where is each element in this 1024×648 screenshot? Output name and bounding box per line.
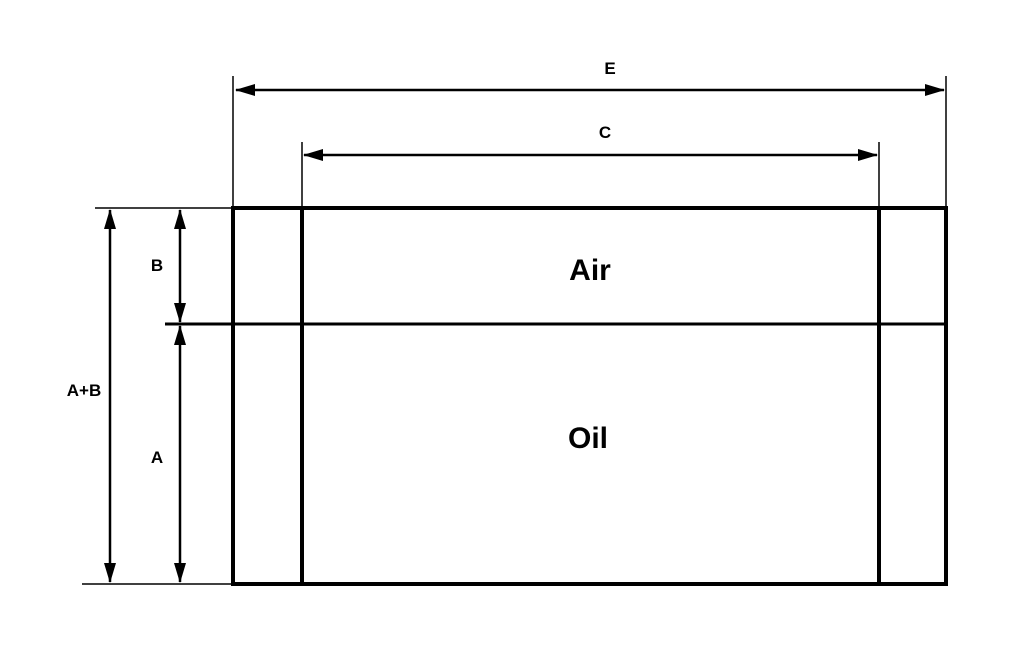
label-c: C	[599, 123, 611, 142]
label-a: A	[151, 448, 163, 467]
tank-outline	[231, 206, 948, 586]
label-e: E	[604, 59, 615, 78]
label-a-plus-b: A+B	[67, 381, 101, 400]
label-b: B	[151, 256, 163, 275]
region-label-oil: Oil	[568, 422, 608, 455]
region-label-air: Air	[569, 254, 611, 287]
